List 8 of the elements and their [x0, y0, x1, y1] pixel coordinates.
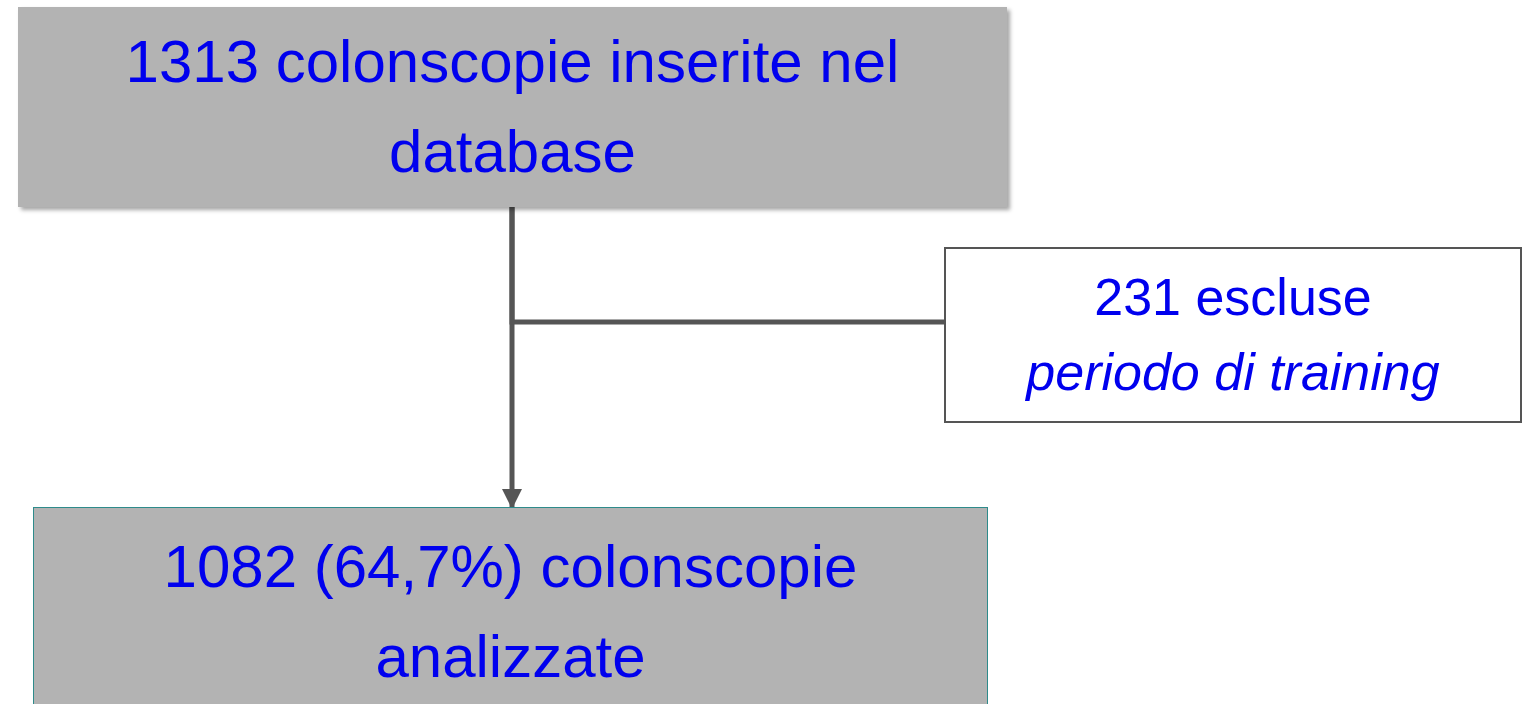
- result-box: [33, 507, 988, 704]
- exclusion-box: [944, 247, 1522, 423]
- connector-line: [509, 207, 944, 325]
- node-subtext: periodo di training: [1026, 342, 1440, 403]
- node-text: 231 escluse: [1094, 266, 1372, 328]
- node-text: 1082 (64,7%) colonscopie analizzate: [162, 532, 859, 692]
- process-box: [18, 7, 1007, 207]
- node-text: 1313 colonscopie inserite nel database: [124, 27, 901, 187]
